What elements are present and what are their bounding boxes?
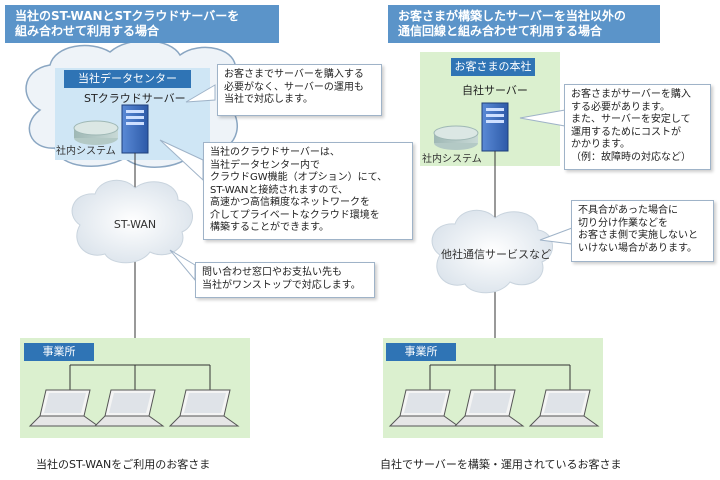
laptop-icon [28,389,100,427]
callout-no-purchase: お客さまでサーバーを購入する 必要がなく、サーバーの運用も 当社で対応します。 [217,64,382,116]
callout-pointer [169,249,196,282]
callout-troubleshoot: 不具合があった場合に 切り分け作業などを お客さま側で実施しないと いけない場合… [571,200,714,262]
st-wan-cloud [71,179,193,264]
left-database-icon [73,120,119,145]
laptop-icon [388,389,460,427]
callout-purchase-cost: お客さまがサーバーを購入 する必要があります。 また、サーバーを安定して 運用す… [564,84,711,170]
callout-one-stop: 問い合わせ窓口やお支払い先も 当社がワンストップで対応します。 [195,262,375,298]
right-system-label: 社内システム [422,154,482,165]
laptop-icon [93,389,165,427]
right-office-label: 事業所 [386,343,456,361]
left-office-label: 事業所 [24,343,94,361]
callout-pointer [185,84,216,103]
callout-cloud-gw: 当社のクラウドサーバーは、 当社データセンター内で クラウドGW機能（オプション… [203,142,413,240]
hq-label: お客さまの本社 [451,58,535,76]
own-server-label: 自社サーバー [462,84,528,97]
other-carrier-label: 他社通信サービスなど [441,248,551,261]
laptop-icon [453,389,525,427]
datacenter-label: 当社データセンター [64,70,191,88]
left-header: 当社のST-WANとSTクラウドサーバーを 組み合わせて利用する場合 [5,5,279,43]
left-office-wiring [69,364,211,392]
right-caption: 自社でサーバーを構築・運用されているお客さま [380,458,622,471]
laptop-icon [168,389,240,427]
right-database-icon [433,125,479,150]
left-server-icon [121,104,149,154]
st-cloud-server-label: STクラウドサーバー [84,92,186,105]
right-server-icon [481,102,509,152]
left-caption: 当社のST-WANをご利用のお客さま [36,458,211,471]
laptop-icon [528,389,600,427]
left-system-label: 社内システム [56,146,116,157]
st-wan-label: ST-WAN [113,218,157,231]
right-header: お客さまが構築したサーバーを当社以外の 通信回線と組み合わせて利用する場合 [388,5,660,43]
right-office-wiring [429,364,571,392]
